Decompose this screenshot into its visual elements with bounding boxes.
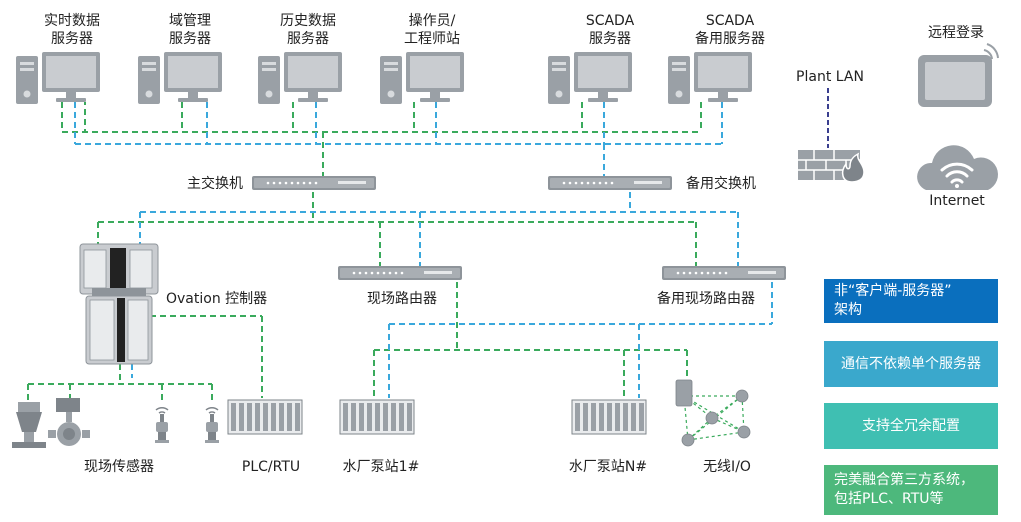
router-links-green: [373, 282, 688, 398]
operator-workstation-label: 操作员/ 工程师站: [404, 13, 460, 47]
remote-login-label: 远程登录: [928, 25, 984, 41]
field-router-icon: [338, 266, 462, 280]
field-router-label: 现场路由器: [367, 291, 437, 307]
pump-station-1-rack-icon: [339, 399, 415, 435]
backup-switch-icon: [548, 176, 672, 190]
tablet-icon: [918, 43, 999, 107]
firewall-icon: [798, 150, 865, 183]
feature-box-architecture: 非“客户端-服务器” 架构: [824, 279, 998, 323]
server-scada: [548, 52, 632, 104]
operator-workstation: [380, 52, 464, 104]
server-domain: [138, 52, 222, 104]
server-realtime-label: 实时数据 服务器: [44, 13, 100, 47]
router-links-blue: [388, 282, 773, 398]
main-switch-label: 主交换机: [187, 176, 243, 192]
switch-links-blue: [139, 192, 739, 266]
server-history: [258, 52, 342, 104]
backup-field-router-icon: [662, 266, 786, 280]
server-realtime: [16, 52, 100, 104]
plc-rtu-rack-icon: [227, 399, 303, 435]
server-bus-green: [61, 102, 702, 176]
server-domain-label: 域管理 服务器: [169, 13, 211, 47]
backup-switch-label: 备用交换机: [686, 176, 756, 192]
server-history-label: 历史数据 服务器: [280, 13, 336, 47]
server-bus-blue: [74, 102, 723, 176]
pump-station-1-label: 水厂泵站1#: [342, 459, 420, 475]
feature-box-no-single-server: 通信不依赖单个服务器: [824, 341, 998, 387]
feature-box-third-party: 完美融合第三方系统， 包括PLC、RTU等: [824, 465, 998, 515]
server-scada-label: SCADA 服务器: [585, 13, 635, 47]
field-sensors-label: 现场传感器: [84, 459, 154, 475]
server-scada-backup-label: SCADA 备用服务器: [695, 13, 765, 47]
wireless-io-mesh: [675, 379, 751, 447]
ovation-controller-icon: [79, 243, 159, 365]
server-scada-backup: [668, 52, 752, 104]
field-sensor-icons: [12, 398, 220, 448]
switch-links-green: [97, 192, 697, 266]
pump-station-n-rack-icon: [571, 399, 647, 435]
internet-cloud-icon: [917, 145, 998, 190]
plant-lan-label: Plant LAN: [796, 69, 864, 85]
main-switch-icon: [252, 176, 376, 190]
internet-label: Internet: [929, 193, 985, 209]
controller-label: Ovation 控制器: [166, 291, 268, 307]
pump-station-n-label: 水厂泵站N#: [568, 459, 648, 475]
plc-rtu-label: PLC/RTU: [241, 459, 301, 475]
backup-field-router-label: 备用现场路由器: [657, 291, 755, 307]
feature-box-redundancy: 支持全冗余配置: [824, 403, 998, 449]
wireless-io-label: 无线I/O: [703, 459, 751, 475]
